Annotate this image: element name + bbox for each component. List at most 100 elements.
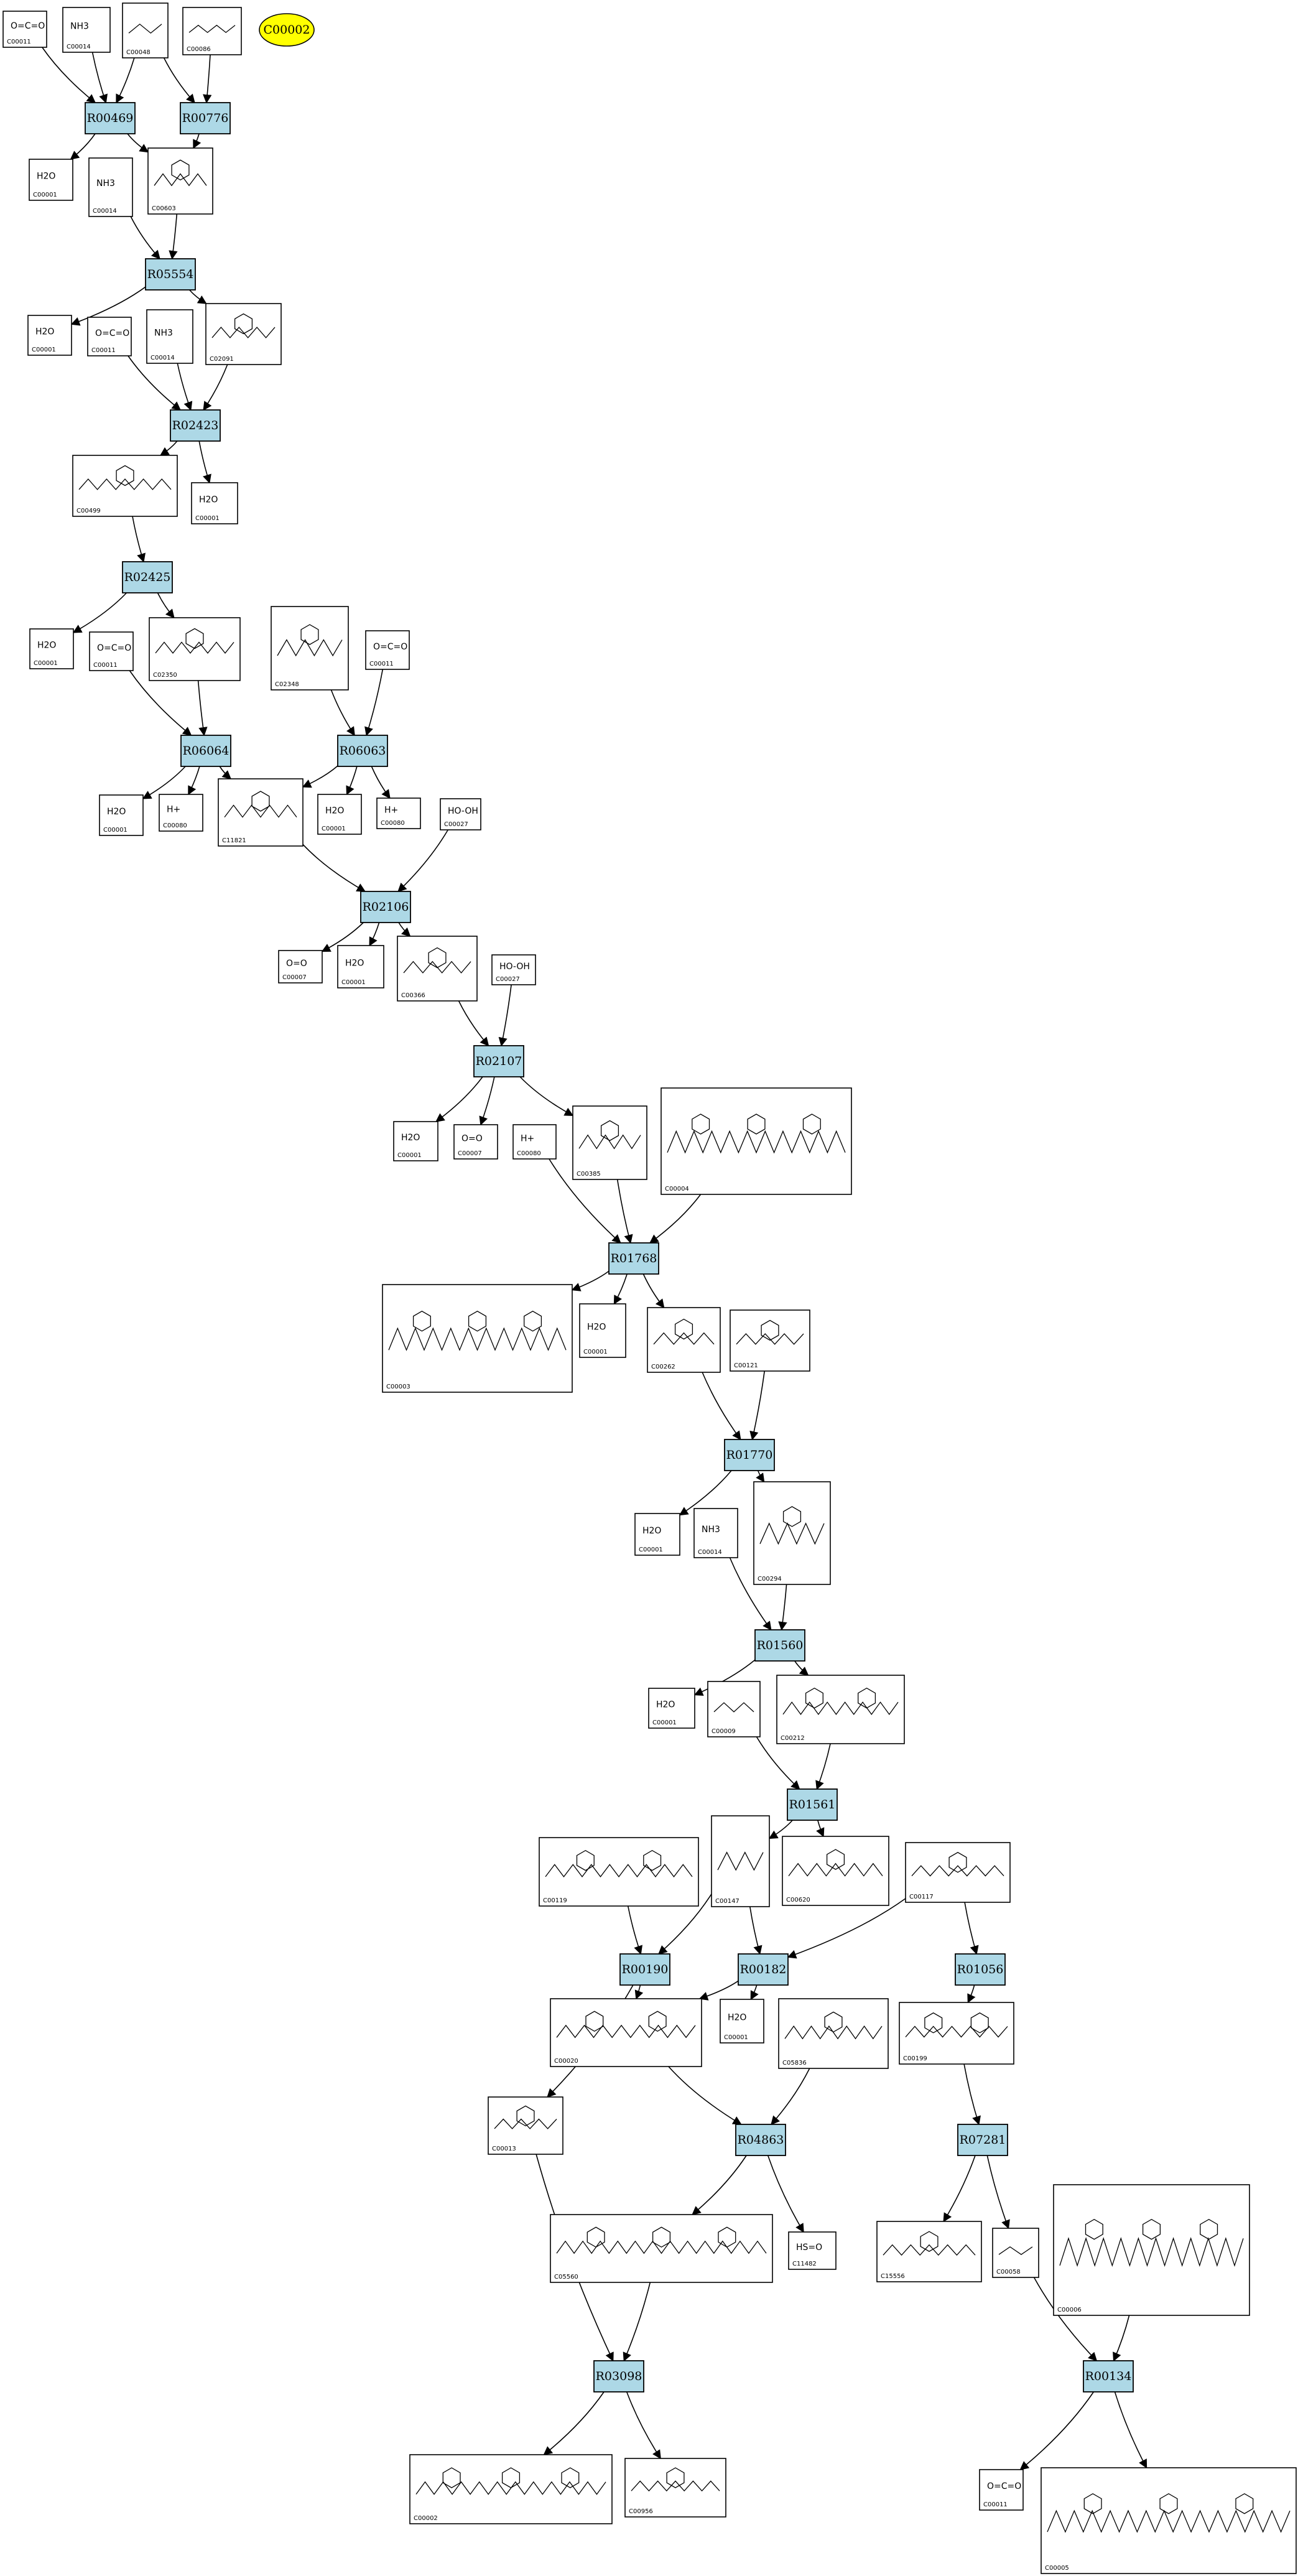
compound-id-label: C00006 <box>1057 2307 1082 2313</box>
compound-c00086[interactable]: C00086 <box>182 7 242 55</box>
start-compound-oval[interactable]: C00002 <box>259 13 315 47</box>
compound-id-label: C00001 <box>639 1546 663 1553</box>
compound-c00020[interactable]: C00020 <box>550 1998 702 2067</box>
reaction-r00776[interactable]: R00776 <box>180 102 231 134</box>
reaction-r00190[interactable]: R00190 <box>619 1953 670 1986</box>
compound-id-label: C00003 <box>386 1383 410 1390</box>
edge <box>771 2068 810 2126</box>
compound-c00620[interactable]: C00620 <box>782 1836 889 1906</box>
reaction-r01768[interactable]: R01768 <box>608 1242 659 1275</box>
compound-c00009[interactable]: C00009 <box>707 1681 761 1737</box>
reaction-r01770[interactable]: R01770 <box>724 1439 775 1471</box>
compound-id-label: C05560 <box>554 2274 578 2281</box>
compound-c00080[interactable]: H+C00080 <box>159 794 203 832</box>
compound-c11821[interactable]: C11821 <box>218 778 304 847</box>
compound-id-label: C00048 <box>126 49 151 56</box>
compound-c02091[interactable]: C02091 <box>205 303 282 365</box>
edge <box>787 1898 906 1959</box>
compound-c00121[interactable]: C00121 <box>730 1309 810 1372</box>
reaction-r00469[interactable]: R00469 <box>85 102 136 134</box>
compound-c00199[interactable]: C00199 <box>899 2002 1014 2065</box>
reaction-r03098[interactable]: R03098 <box>593 2360 644 2392</box>
compound-c00080[interactable]: H+C00080 <box>376 797 421 829</box>
reaction-r01561[interactable]: R01561 <box>787 1788 838 1821</box>
reaction-r02423[interactable]: R02423 <box>170 409 221 442</box>
compound-c05836[interactable]: C05836 <box>778 1998 889 2069</box>
reaction-r06063[interactable]: R06063 <box>337 735 388 767</box>
compound-c00499[interactable]: C00499 <box>72 455 178 517</box>
compound-c00385[interactable]: C00385 <box>572 1105 647 1180</box>
compound-c00294[interactable]: C00294 <box>753 1481 831 1585</box>
compound-c02350[interactable]: C02350 <box>149 617 241 681</box>
compound-id-label: C15556 <box>881 2273 905 2280</box>
compound-c00366[interactable]: C00366 <box>397 936 478 1002</box>
compound-c00262[interactable]: C00262 <box>647 1307 721 1373</box>
compound-c00117[interactable]: C00117 <box>905 1842 1011 1903</box>
structure-formula: NH3 <box>154 328 173 338</box>
edge <box>756 1736 800 1790</box>
compound-c00058[interactable]: C00058 <box>992 2228 1039 2278</box>
compound-c00956[interactable]: C00956 <box>624 2458 726 2518</box>
compound-c00005[interactable]: C00005 <box>1041 2467 1297 2574</box>
compound-c00048[interactable]: C00048 <box>122 2 169 58</box>
compound-c00212[interactable]: C00212 <box>776 1675 905 1744</box>
reaction-r04863[interactable]: R04863 <box>735 2124 786 2156</box>
reaction-r02107[interactable]: R02107 <box>473 1045 524 1077</box>
edge <box>616 1179 633 1244</box>
reaction-r06064[interactable]: R06064 <box>180 735 231 767</box>
compound-c00080[interactable]: H+C00080 <box>512 1124 557 1160</box>
compound-c00002[interactable]: C00002 <box>409 2454 613 2524</box>
compound-c00147[interactable]: C00147 <box>711 1815 770 1907</box>
compound-id-label: C00005 <box>1045 2565 1069 2572</box>
reaction-r00182[interactable]: R00182 <box>738 1953 789 1986</box>
compound-c02348[interactable]: C02348 <box>271 606 349 690</box>
reaction-r07281[interactable]: R07281 <box>957 2124 1008 2156</box>
compound-c00006[interactable]: C00006 <box>1053 2184 1250 2316</box>
edge <box>219 766 232 779</box>
compound-c15556[interactable]: C15556 <box>876 2221 982 2282</box>
structure-drawing <box>631 2467 720 2492</box>
compound-c05560[interactable]: C05560 <box>550 2214 773 2283</box>
compound-c00004[interactable]: C00004 <box>661 1087 852 1195</box>
reaction-r00134[interactable]: R00134 <box>1083 2360 1134 2392</box>
reaction-r01056[interactable]: R01056 <box>955 1953 1006 1986</box>
compound-c00013[interactable]: C00013 <box>488 2096 563 2155</box>
reaction-r05554[interactable]: R05554 <box>145 258 196 291</box>
compound-c00003[interactable]: C00003 <box>382 1284 573 1393</box>
reaction-r01560[interactable]: R01560 <box>754 1629 805 1662</box>
compound-c00603[interactable]: C00603 <box>147 147 213 215</box>
edge <box>698 1980 739 2001</box>
reaction-r02106[interactable]: R02106 <box>360 891 411 923</box>
structure-drawing <box>911 1852 1004 1877</box>
reaction-r02425[interactable]: R02425 <box>122 561 173 593</box>
compound-c00119[interactable]: C00119 <box>539 1837 699 1907</box>
compound-id-label: C00007 <box>282 974 307 981</box>
